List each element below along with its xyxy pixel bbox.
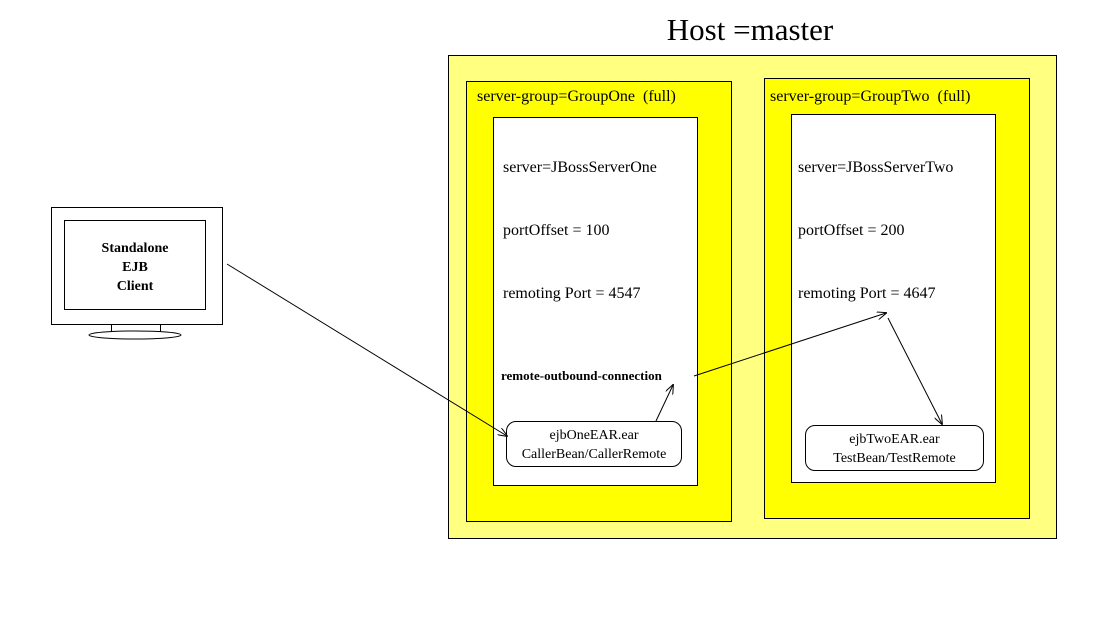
server-two-box [791, 114, 996, 483]
outbound-to-server-two-arrow [693, 313, 886, 377]
client-monitor-screen: Standalone EJB Client [64, 220, 206, 310]
server-two-port-offset: portOffset = 200 [798, 222, 905, 239]
server-one-remoting-port: remoting Port = 4547 [503, 285, 641, 302]
port-to-ejb-two-arrow [887, 317, 942, 424]
client-monitor-base [88, 330, 182, 340]
server-two-name: server=JBossServerTwo [798, 159, 954, 176]
server-group-two-label: server-group=GroupTwo (full) [770, 88, 971, 105]
host-title: Host =master [666, 12, 834, 47]
client-label-line3: Client [116, 279, 154, 294]
server-two-remoting-port: remoting Port = 4647 [798, 285, 936, 302]
server-one-port-offset: portOffset = 100 [503, 222, 610, 239]
ejb-two-ear-box: ejbTwoEAR.ear TestBean/TestRemote [805, 425, 984, 471]
server-one-name: server=JBossServerOne [503, 159, 657, 176]
client-label-line1: Standalone [101, 241, 169, 256]
client-to-ejb-one-arrow [226, 263, 507, 436]
ejb-one-ear-bean: CallerBean/CallerRemote [521, 447, 667, 462]
ejb-one-ear-box: ejbOneEAR.ear CallerBean/CallerRemote [506, 421, 682, 467]
ejb-one-to-outbound-arrow [655, 385, 673, 422]
remote-outbound-connection-label: remote-outbound-connection [501, 368, 662, 383]
server-group-one-label: server-group=GroupOne (full) [477, 88, 676, 105]
ejb-one-ear-name: ejbOneEAR.ear [549, 428, 639, 443]
ejb-two-ear-name: ejbTwoEAR.ear [849, 432, 940, 447]
ejb-two-ear-bean: TestBean/TestRemote [833, 451, 956, 466]
client-label-line2: EJB [122, 260, 148, 275]
